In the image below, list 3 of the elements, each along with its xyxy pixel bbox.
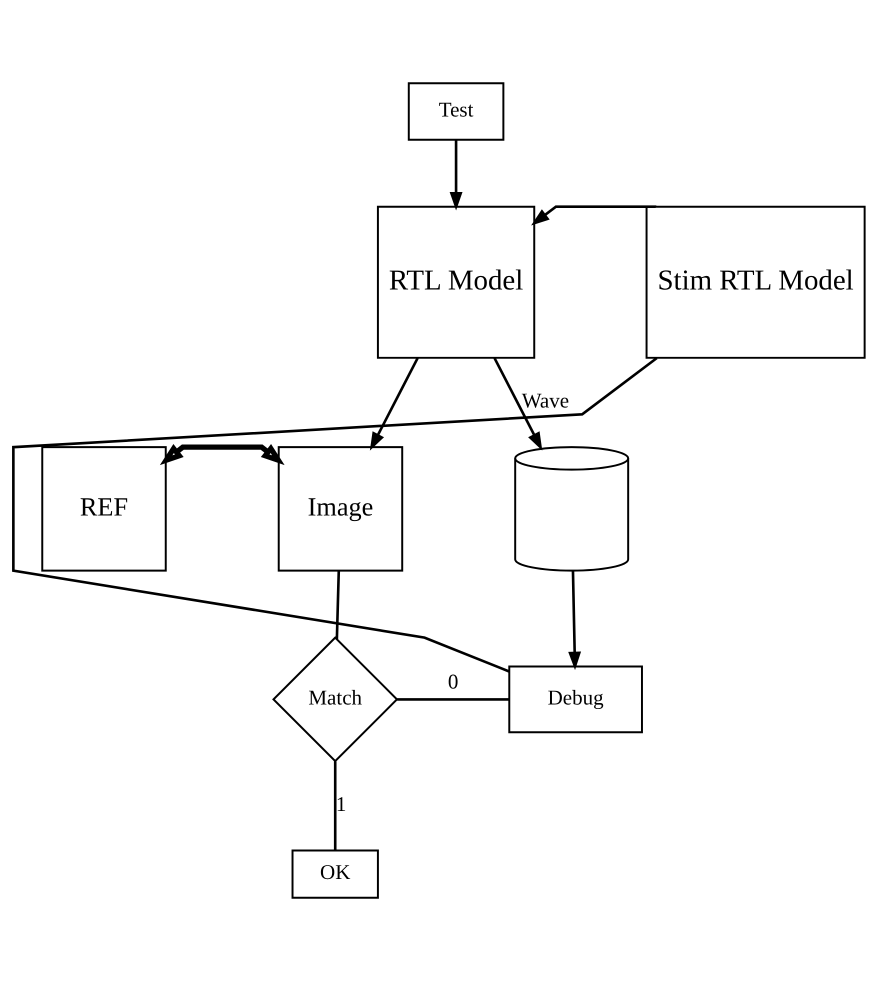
edge-label: 0 bbox=[448, 670, 458, 694]
edge-label: Wave bbox=[522, 388, 570, 412]
edge-label: 1 bbox=[336, 792, 346, 816]
